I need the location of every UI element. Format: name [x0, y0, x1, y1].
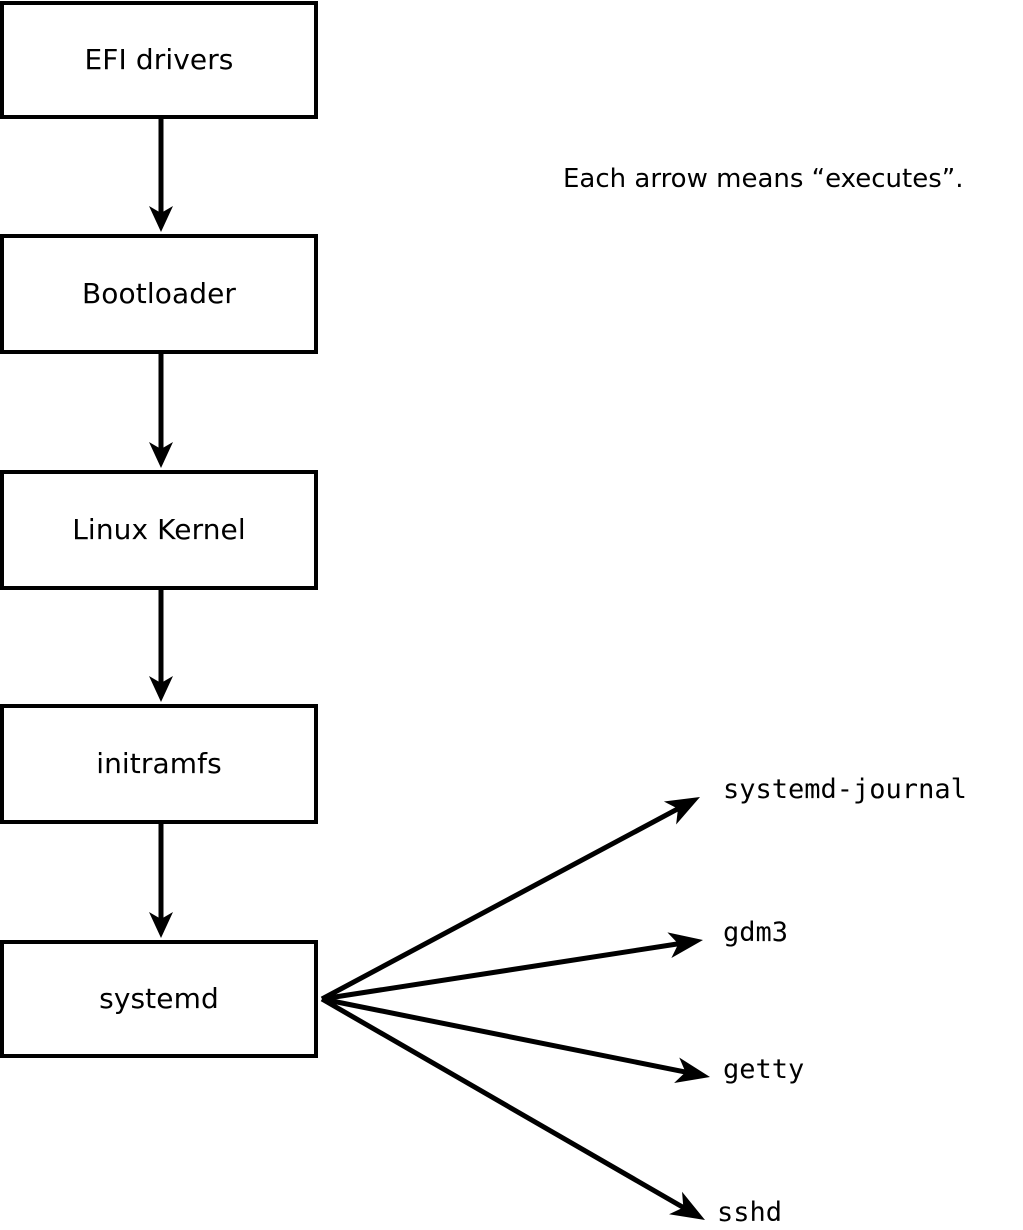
- service-label-systemd-journal[interactable]: systemd-journal: [723, 774, 967, 805]
- stage-box-systemd[interactable]: systemd: [0, 940, 318, 1058]
- stage-box-linux-kernel[interactable]: Linux Kernel: [0, 470, 318, 590]
- service-arrow-shaft: [321, 941, 681, 1002]
- stage-box-efi-drivers[interactable]: EFI drivers: [0, 1, 318, 119]
- service-arrow-head: [669, 1191, 705, 1220]
- chain-arrow-group: [149, 119, 173, 938]
- stage-label: systemd: [99, 982, 219, 1015]
- service-arrow-shaft: [321, 996, 688, 1075]
- stage-label: Linux Kernel: [72, 513, 246, 546]
- service-arrow-shaft: [320, 996, 687, 1211]
- service-label-gdm3[interactable]: gdm3: [723, 917, 789, 948]
- chain-arrow-head: [149, 206, 173, 232]
- service-arrow-group: [320, 797, 710, 1220]
- legend-note: Each arrow means “executes”.: [563, 164, 964, 194]
- stage-box-bootloader[interactable]: Bootloader: [0, 234, 318, 354]
- stage-label: EFI drivers: [84, 43, 234, 76]
- service-label-sshd[interactable]: sshd: [717, 1197, 783, 1228]
- service-arrow-head: [663, 797, 700, 825]
- service-label-getty[interactable]: getty: [723, 1054, 805, 1085]
- chain-arrow-head: [149, 912, 173, 938]
- stage-box-initramfs[interactable]: initramfs: [0, 704, 318, 824]
- chain-arrow-head: [149, 442, 173, 468]
- service-arrow-shaft: [320, 805, 681, 1002]
- stage-label: initramfs: [96, 747, 222, 780]
- chain-arrow-head: [149, 676, 173, 702]
- stage-label: Bootloader: [81, 277, 237, 310]
- service-arrow-head: [674, 1057, 710, 1084]
- service-arrow-head: [667, 932, 703, 959]
